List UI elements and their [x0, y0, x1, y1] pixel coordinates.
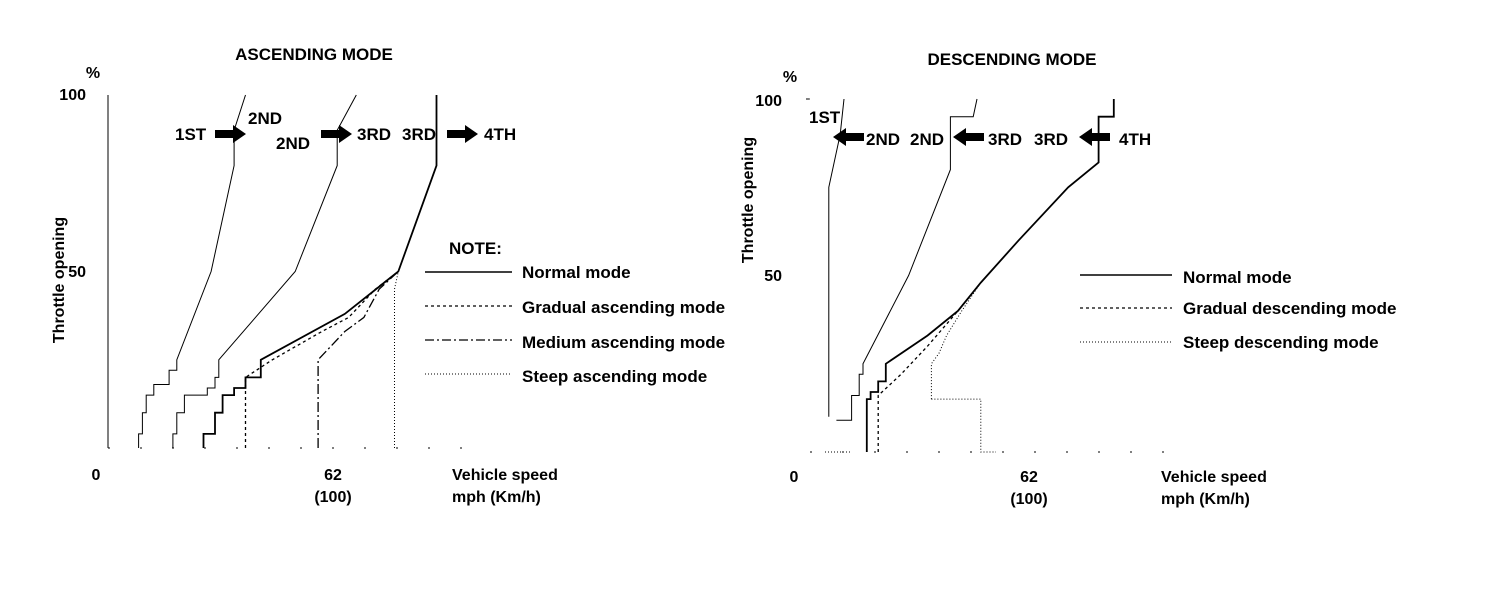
ascending-x-tick-100kmh: (100) — [314, 489, 351, 506]
descending-chart: DESCENDING MODE % 100 50 Throttle openin… — [740, 50, 1397, 508]
descending-y-unit: % — [783, 69, 797, 86]
asc-gear-2nd-a: 2ND — [248, 109, 282, 128]
asc-series-line-thin-2 — [172, 94, 357, 448]
asc-series-line-solid-3 — [202, 95, 438, 448]
desc-series-line-dash-4 — [877, 282, 982, 452]
ascending-y-tick-50: 50 — [68, 264, 86, 281]
asc-gear-2nd-b: 2ND — [276, 134, 310, 153]
desc-gear-3rd-a: 3RD — [988, 130, 1022, 149]
desc-series-line-solid-3 — [865, 99, 1115, 452]
ascending-title: ASCENDING MODE — [235, 45, 393, 64]
descending-x-tick-62: 62 — [1020, 469, 1038, 486]
descending-x-axis-label-1: Vehicle speed — [1161, 469, 1267, 486]
ascending-y-axis-label: Throttle opening — [51, 217, 68, 343]
desc-arrow-3-2 — [953, 128, 984, 146]
asc-series-line-dash-4 — [244, 270, 399, 448]
desc-gear-4th: 4TH — [1119, 130, 1151, 149]
desc-legend-steep: Steep descending mode — [1183, 333, 1379, 352]
desc-arrow-2-1 — [833, 128, 864, 146]
descending-title: DESCENDING MODE — [927, 50, 1096, 69]
asc-note-label: NOTE: — [449, 239, 502, 258]
desc-gear-1st: 1ST — [809, 108, 841, 127]
desc-arrow-4-3 — [1079, 128, 1110, 146]
desc-gear-3rd-b: 3RD — [1034, 130, 1068, 149]
asc-series-line-thin-1 — [138, 94, 246, 448]
descending-x-tick-0: 0 — [790, 469, 799, 486]
asc-series-line-dot-6 — [394, 271, 399, 448]
asc-gear-4th: 4TH — [484, 125, 516, 144]
desc-series-line-thin-2 — [836, 98, 978, 421]
asc-arrow-2-3 — [321, 125, 352, 143]
asc-arrow-1-2 — [215, 125, 246, 143]
ascending-y-unit: % — [86, 65, 100, 82]
desc-series-line-thin-1 — [828, 98, 845, 417]
ascending-y-tick-100: 100 — [59, 87, 86, 104]
asc-legend-steep: Steep ascending mode — [522, 367, 707, 386]
ascending-x-axis-label-2: mph (Km/h) — [452, 489, 541, 506]
desc-gear-2nd-b: 2ND — [910, 130, 944, 149]
ascending-chart: ASCENDING MODE % 100 50 Throttle opening… — [51, 45, 725, 506]
asc-arrow-3-4 — [447, 125, 478, 143]
desc-legend-gradual: Gradual descending mode — [1183, 299, 1397, 318]
descending-y-axis-label: Throttle opening — [740, 137, 757, 263]
asc-gear-3rd-b: 3RD — [402, 125, 436, 144]
descending-y-tick-100: 100 — [755, 93, 782, 110]
asc-gear-3rd-a: 3RD — [357, 125, 391, 144]
ascending-x-tick-62: 62 — [324, 467, 342, 484]
desc-series-line-dot-6 — [930, 282, 982, 400]
desc-gear-2nd-a: 2ND — [866, 130, 900, 149]
desc-legend-normal: Normal mode — [1183, 268, 1292, 287]
asc-legend-normal: Normal mode — [522, 263, 631, 282]
ascending-x-tick-0: 0 — [92, 467, 101, 484]
descending-x-axis-label-2: mph (Km/h) — [1161, 491, 1250, 508]
asc-series-line-dashdot-5 — [317, 271, 399, 448]
ascending-x-axis-label-1: Vehicle speed — [452, 467, 558, 484]
ascending-series — [107, 94, 438, 448]
descending-series — [806, 98, 1115, 453]
desc-series-line-dot-7 — [931, 398, 996, 453]
descending-y-tick-50: 50 — [764, 268, 782, 285]
asc-legend-gradual: Gradual ascending mode — [522, 298, 725, 317]
asc-gear-1st: 1ST — [175, 125, 207, 144]
asc-legend-medium: Medium ascending mode — [522, 333, 725, 352]
descending-x-tick-100kmh: (100) — [1010, 491, 1047, 508]
